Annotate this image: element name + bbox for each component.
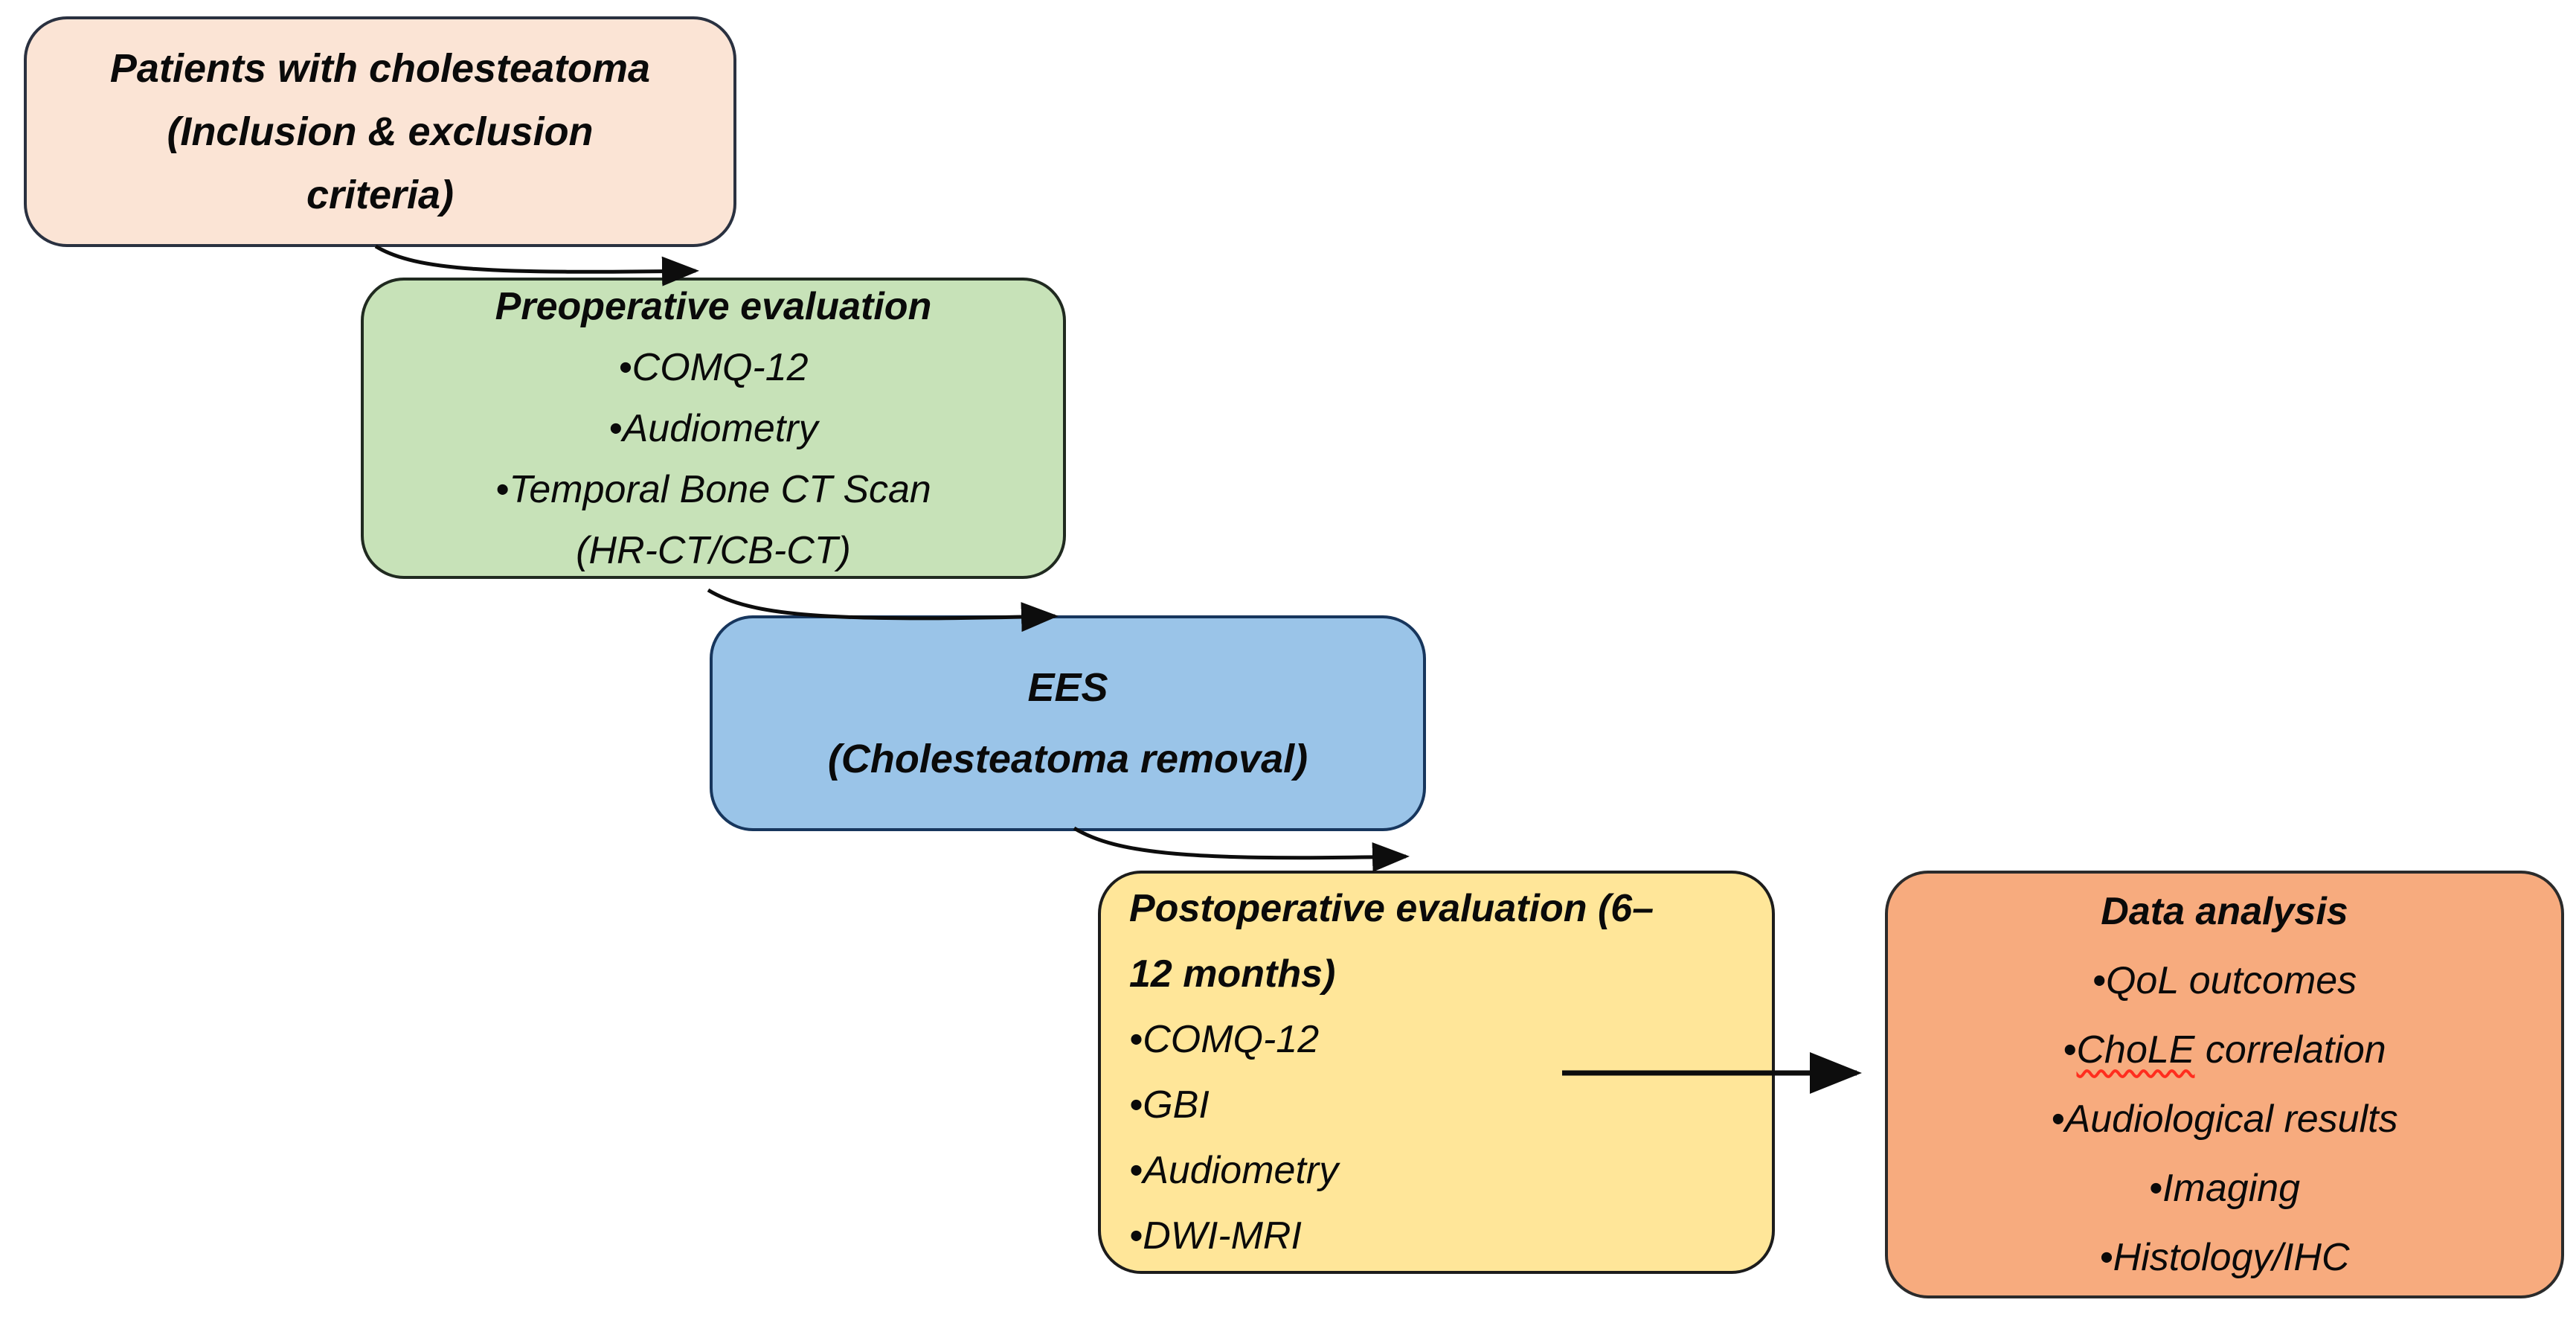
step-patients-line-2: (Inclusion & exclusion (167, 109, 594, 154)
arrow-preop-to-ees (707, 588, 1059, 632)
step-postop-title-line-1: Postoperative evaluation (6– (1129, 887, 1654, 930)
step-preop-item-continuation: (HR-CT/CB-CT) (576, 528, 851, 572)
step-preop-box: Preoperative evaluation •COMQ-12 •Audiom… (361, 278, 1066, 579)
step-preop-item: •Audiometry (608, 406, 818, 450)
step-ees-box: EES (Cholesteatoma removal) (710, 615, 1426, 831)
step-ees-line-2: (Cholesteatoma removal) (827, 737, 1308, 781)
misspelled-word: ChoLE (2076, 1028, 2195, 1071)
arrow-patients-to-preop (374, 244, 699, 286)
step-ees-line-1: EES (1027, 665, 1108, 710)
step-analysis-item-chole-rest: correlation (2194, 1028, 2386, 1071)
step-postop-item: •Audiometry (1129, 1149, 1339, 1192)
step-analysis-item-chole: •ChoLE correlation (1888, 1016, 2561, 1085)
arrow-ees-to-postop (1073, 826, 1410, 872)
step-analysis-item: •Imaging (2148, 1166, 2301, 1210)
step-patients-line-3: criteria) (306, 172, 455, 217)
step-postop-item: •GBI (1129, 1083, 1210, 1127)
step-preop-title: Preoperative evaluation (495, 284, 932, 328)
step-postop-item: •COMQ-12 (1129, 1018, 1320, 1061)
step-preop-item: •COMQ-12 (618, 345, 809, 389)
step-postop-box: Postoperative evaluation (6– 12 months) … (1098, 871, 1775, 1274)
step-analysis-title: Data analysis (2101, 889, 2348, 933)
bullet-glyph: • (2063, 1028, 2077, 1071)
step-postop-item: •DWI-MRI (1129, 1214, 1302, 1258)
step-analysis-item: •Audiological results (2051, 1097, 2398, 1141)
step-patients-line-1: Patients with cholesteatoma (109, 45, 651, 91)
step-analysis-box: Data analysis •QoL outcomes •ChoLE corre… (1885, 871, 2564, 1298)
step-analysis-item: •Histology/IHC (2099, 1235, 2350, 1279)
step-preop-item: •Temporal Bone CT Scan (495, 467, 931, 511)
step-postop-title-line-2: 12 months) (1129, 952, 1336, 996)
step-patients-box: Patients with cholesteatoma (Inclusion &… (24, 16, 736, 247)
step-analysis-item: •QoL outcomes (2092, 958, 2357, 1002)
